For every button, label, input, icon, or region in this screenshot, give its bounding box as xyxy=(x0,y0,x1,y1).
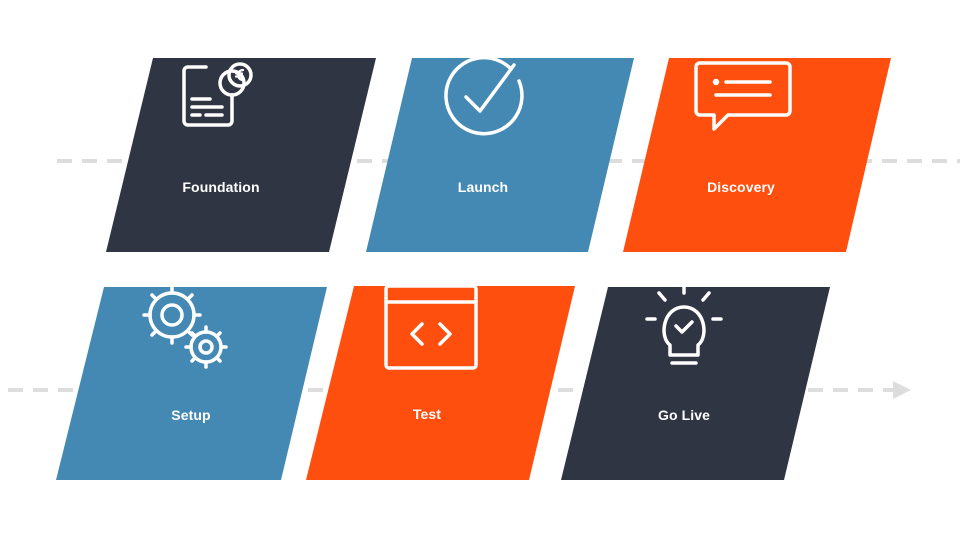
checkmark-circle-icon xyxy=(428,55,538,159)
chat-bubble-icon xyxy=(686,55,796,159)
step-label-discovery: Discovery xyxy=(707,179,775,195)
gears-icon xyxy=(136,283,246,387)
step-card-golive: Go Live xyxy=(584,283,784,483)
step-card-setup-shape xyxy=(56,287,327,480)
code-window-icon xyxy=(372,282,482,386)
lightbulb-icon xyxy=(629,283,739,387)
step-label-launch: Launch xyxy=(457,179,509,195)
step-card-setup: Setup xyxy=(91,285,291,483)
step-card-foundation: Foundation xyxy=(121,62,321,255)
step-card-test: Test xyxy=(327,284,527,482)
step-label-foundation: Foundation xyxy=(182,179,260,195)
flow-arrowhead xyxy=(893,381,911,399)
step-card-test-shape xyxy=(306,286,575,480)
step-card-foundation-shape xyxy=(106,58,376,252)
step-card-discovery: Discovery xyxy=(641,61,841,255)
step-card-discovery-shape xyxy=(623,58,891,252)
step-card-launch-shape xyxy=(366,58,634,252)
step-card-launch: Launch xyxy=(383,55,583,255)
step-label-setup: Setup xyxy=(171,407,211,423)
invoice-euro-icon xyxy=(166,55,276,159)
step-card-golive-shape xyxy=(561,287,830,480)
step-label-golive: Go Live xyxy=(657,407,711,423)
step-label-test: Test xyxy=(412,406,442,422)
